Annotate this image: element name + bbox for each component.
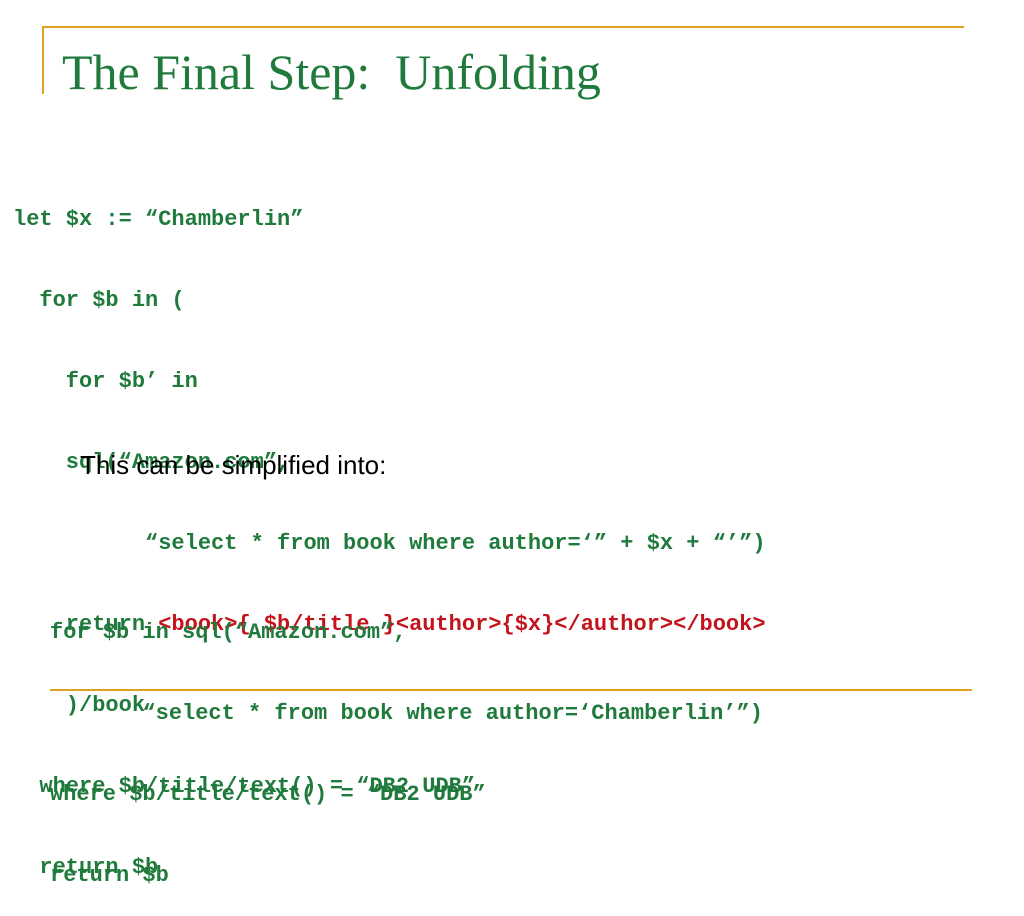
top-rule bbox=[42, 26, 964, 28]
code-line: for $b in ( bbox=[13, 288, 185, 313]
code-line: return $b bbox=[50, 863, 169, 888]
return-keyword: return bbox=[13, 612, 159, 637]
code-line: where $b/title/text() = “DB2 UDB” bbox=[50, 782, 486, 807]
code-block-simplified: for $b in sql(“Amazon.com”, “select * fr… bbox=[50, 565, 763, 916]
return-highlight: <book>{ $b/title }<author>{$x}</author><… bbox=[158, 612, 766, 637]
code-line: for $b in sql(“Amazon.com”, bbox=[50, 620, 407, 645]
left-rule bbox=[42, 26, 44, 94]
simplification-note: This can be simplified into: bbox=[80, 450, 387, 480]
code-line: “select * from book where author=‘Chambe… bbox=[50, 701, 763, 726]
code-line-return: return <book>{ $b/title }<author>{$x}</a… bbox=[13, 611, 766, 638]
code-line: sql(“Amazon.com”, bbox=[13, 450, 291, 475]
code-line: let $x := “Chamberlin” bbox=[13, 207, 304, 232]
code-line: for $b’ in bbox=[13, 369, 198, 394]
bottom-rule bbox=[50, 689, 972, 691]
code-line: “select * from book where author=‘” + $x… bbox=[13, 531, 766, 556]
code-line: )/book bbox=[13, 693, 146, 718]
slide-title: The Final Step: Unfolding bbox=[62, 44, 601, 100]
